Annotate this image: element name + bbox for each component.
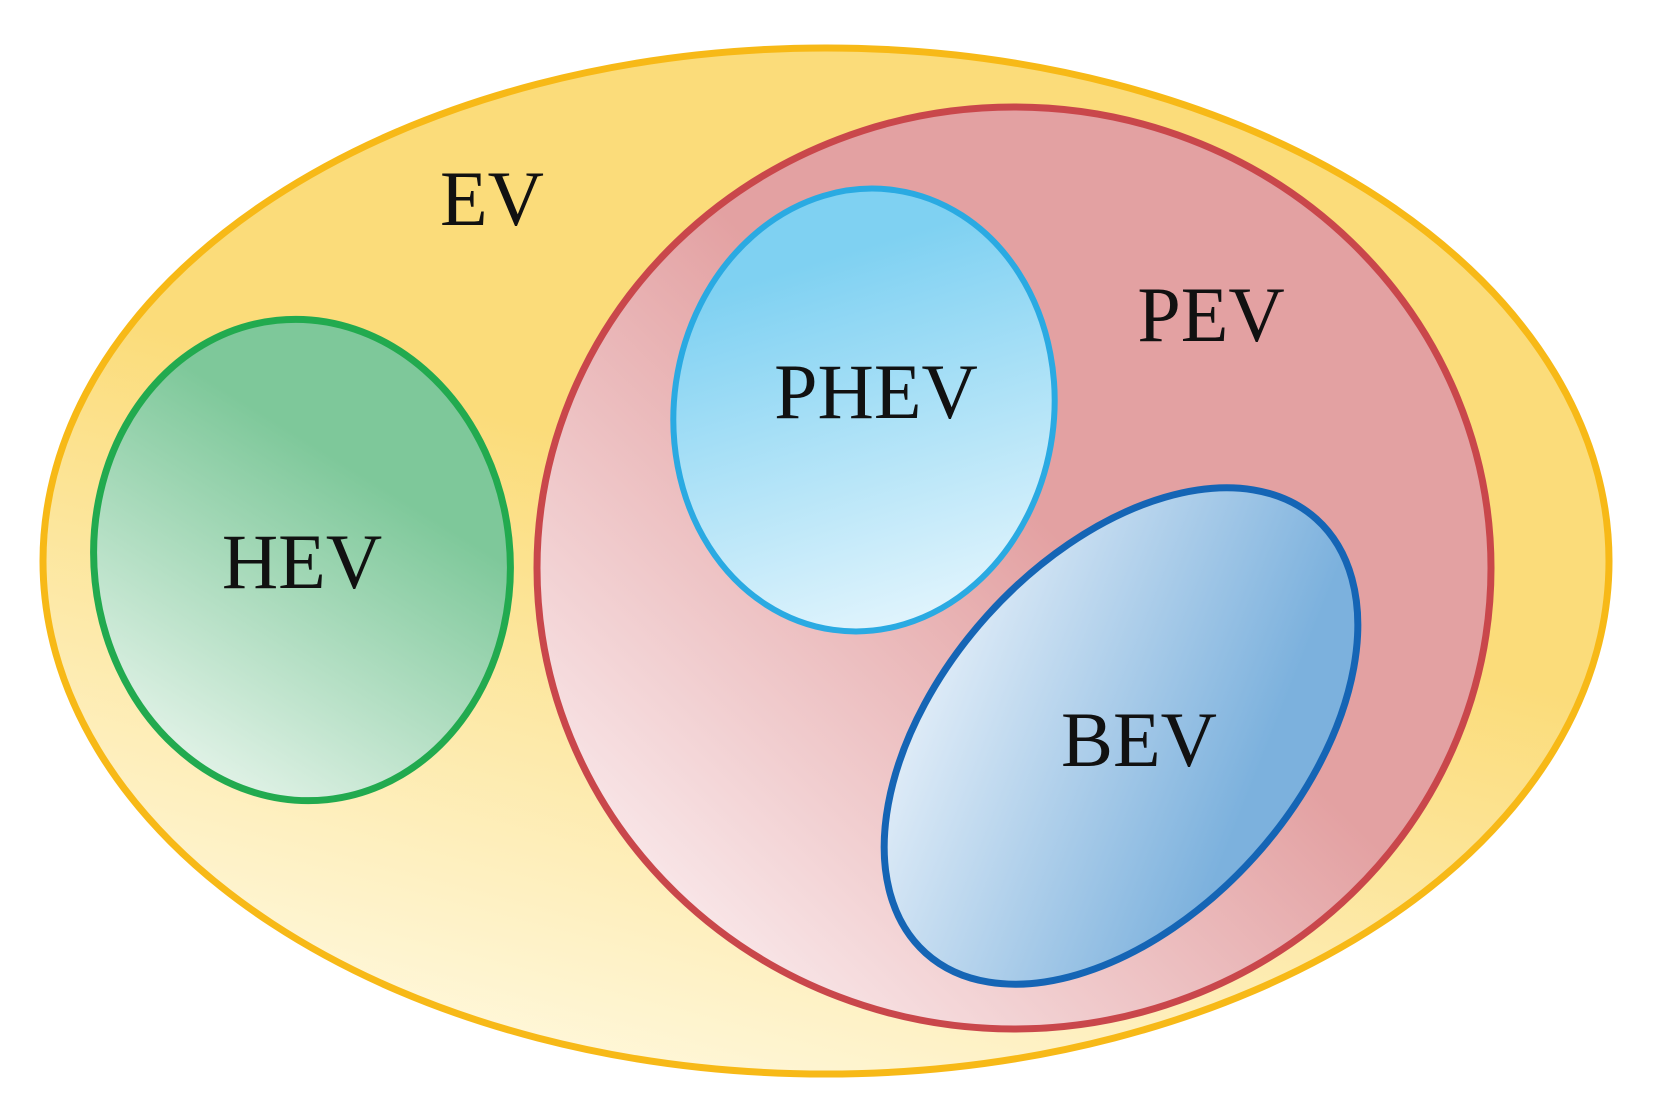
ev-label: EV — [440, 155, 544, 242]
bev-label: BEV — [1061, 696, 1217, 783]
hev-label: HEV — [222, 518, 382, 605]
pev-label: PEV — [1137, 271, 1284, 358]
phev-label: PHEV — [774, 348, 978, 435]
phev-set-ellipse — [670, 185, 1058, 635]
bev-set-ellipse — [880, 484, 1362, 988]
hev-set-ellipse — [90, 315, 514, 805]
